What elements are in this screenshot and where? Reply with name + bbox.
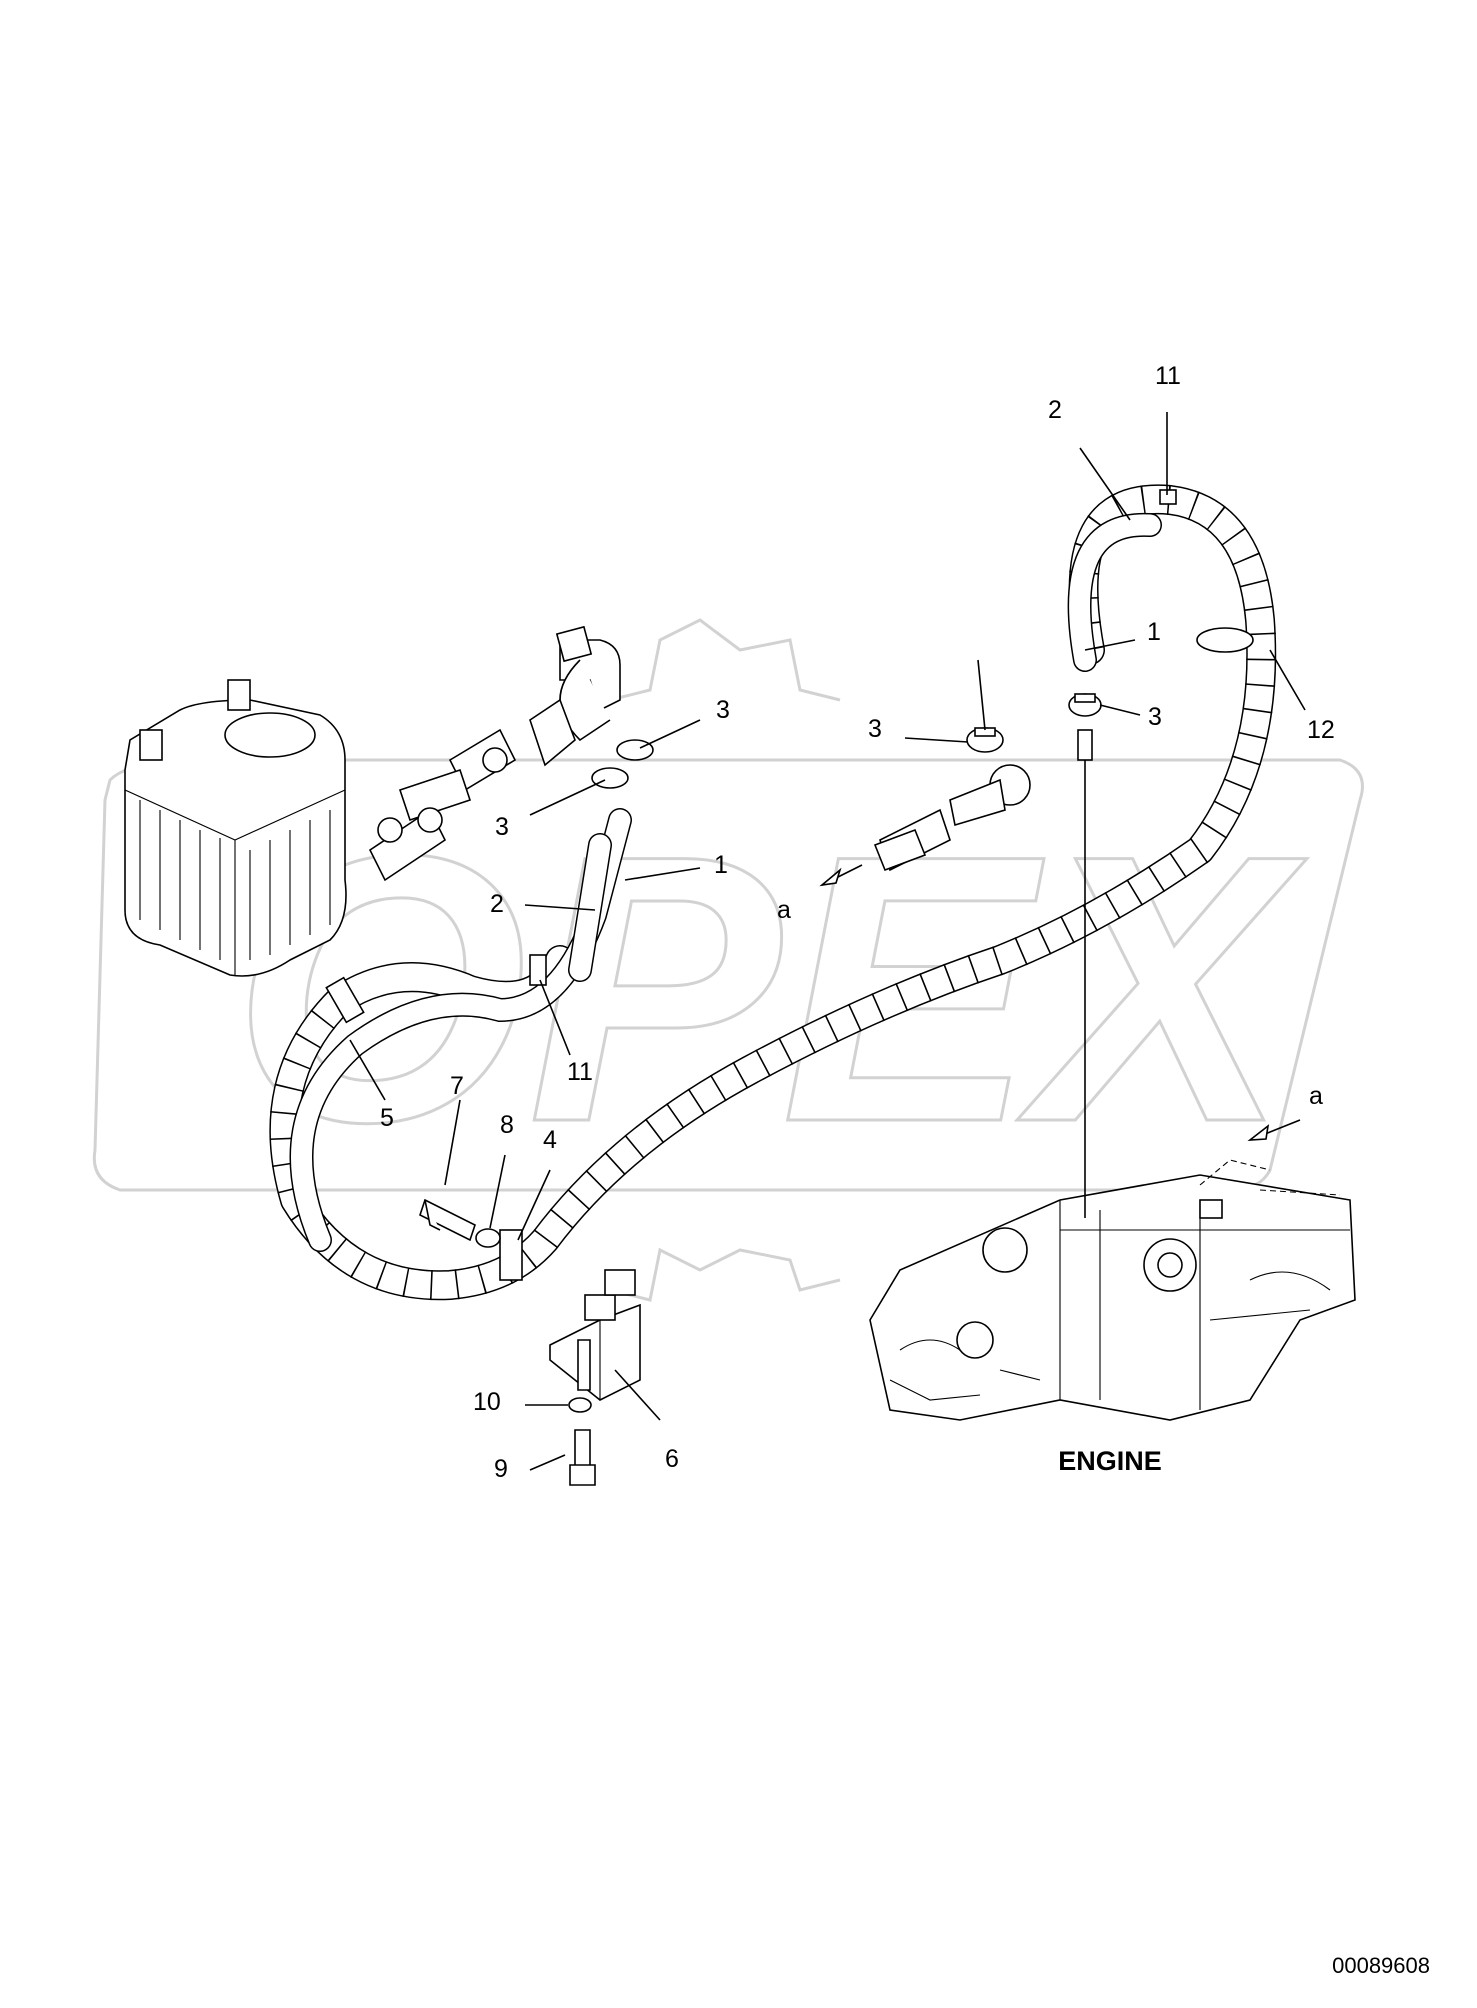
callout-5: 5 (380, 1104, 394, 1132)
callout-3-right: 3 (1148, 703, 1162, 731)
leader-lines (349, 412, 1306, 1471)
callout-8: 8 (500, 1111, 514, 1139)
callout-3-left-down: 3 (495, 813, 509, 841)
engine-block (869, 1159, 1356, 1421)
callout-9: 9 (494, 1455, 508, 1483)
callout-a-right: a (1309, 1082, 1323, 1110)
callout-10: 10 (473, 1388, 501, 1416)
callout-6: 6 (665, 1445, 679, 1473)
main-hose (269, 484, 1277, 1301)
callout-3-left-up: 3 (716, 696, 730, 724)
engine-label: ENGINE (1058, 1446, 1162, 1476)
callout-a-mid: a (777, 896, 791, 924)
callout-2-top: 2 (1048, 396, 1062, 424)
callout-3-mid: 3 (868, 715, 882, 743)
callout-7: 7 (450, 1072, 464, 1100)
callout-11-top: 11 (1155, 362, 1181, 390)
elbow-fittings (368, 625, 621, 882)
bracket-hardware (419, 1198, 641, 1486)
callout-2-left: 2 (490, 890, 504, 918)
callout-12: 12 (1307, 716, 1335, 744)
callout-4: 4 (543, 1126, 557, 1154)
callout-1-top: 1 (1147, 618, 1161, 646)
callout-1-left: 1 (714, 851, 728, 879)
radiator-tank (124, 679, 347, 977)
document-number: 00089608 (1332, 1953, 1430, 1978)
clamps-fittings (591, 693, 1102, 872)
callout-11-left: 11 (567, 1058, 593, 1086)
callout-labels: 11 2 1 12 3 3 3 3 1 2 11 5 7 8 4 10 9 6 … (380, 362, 1335, 1483)
